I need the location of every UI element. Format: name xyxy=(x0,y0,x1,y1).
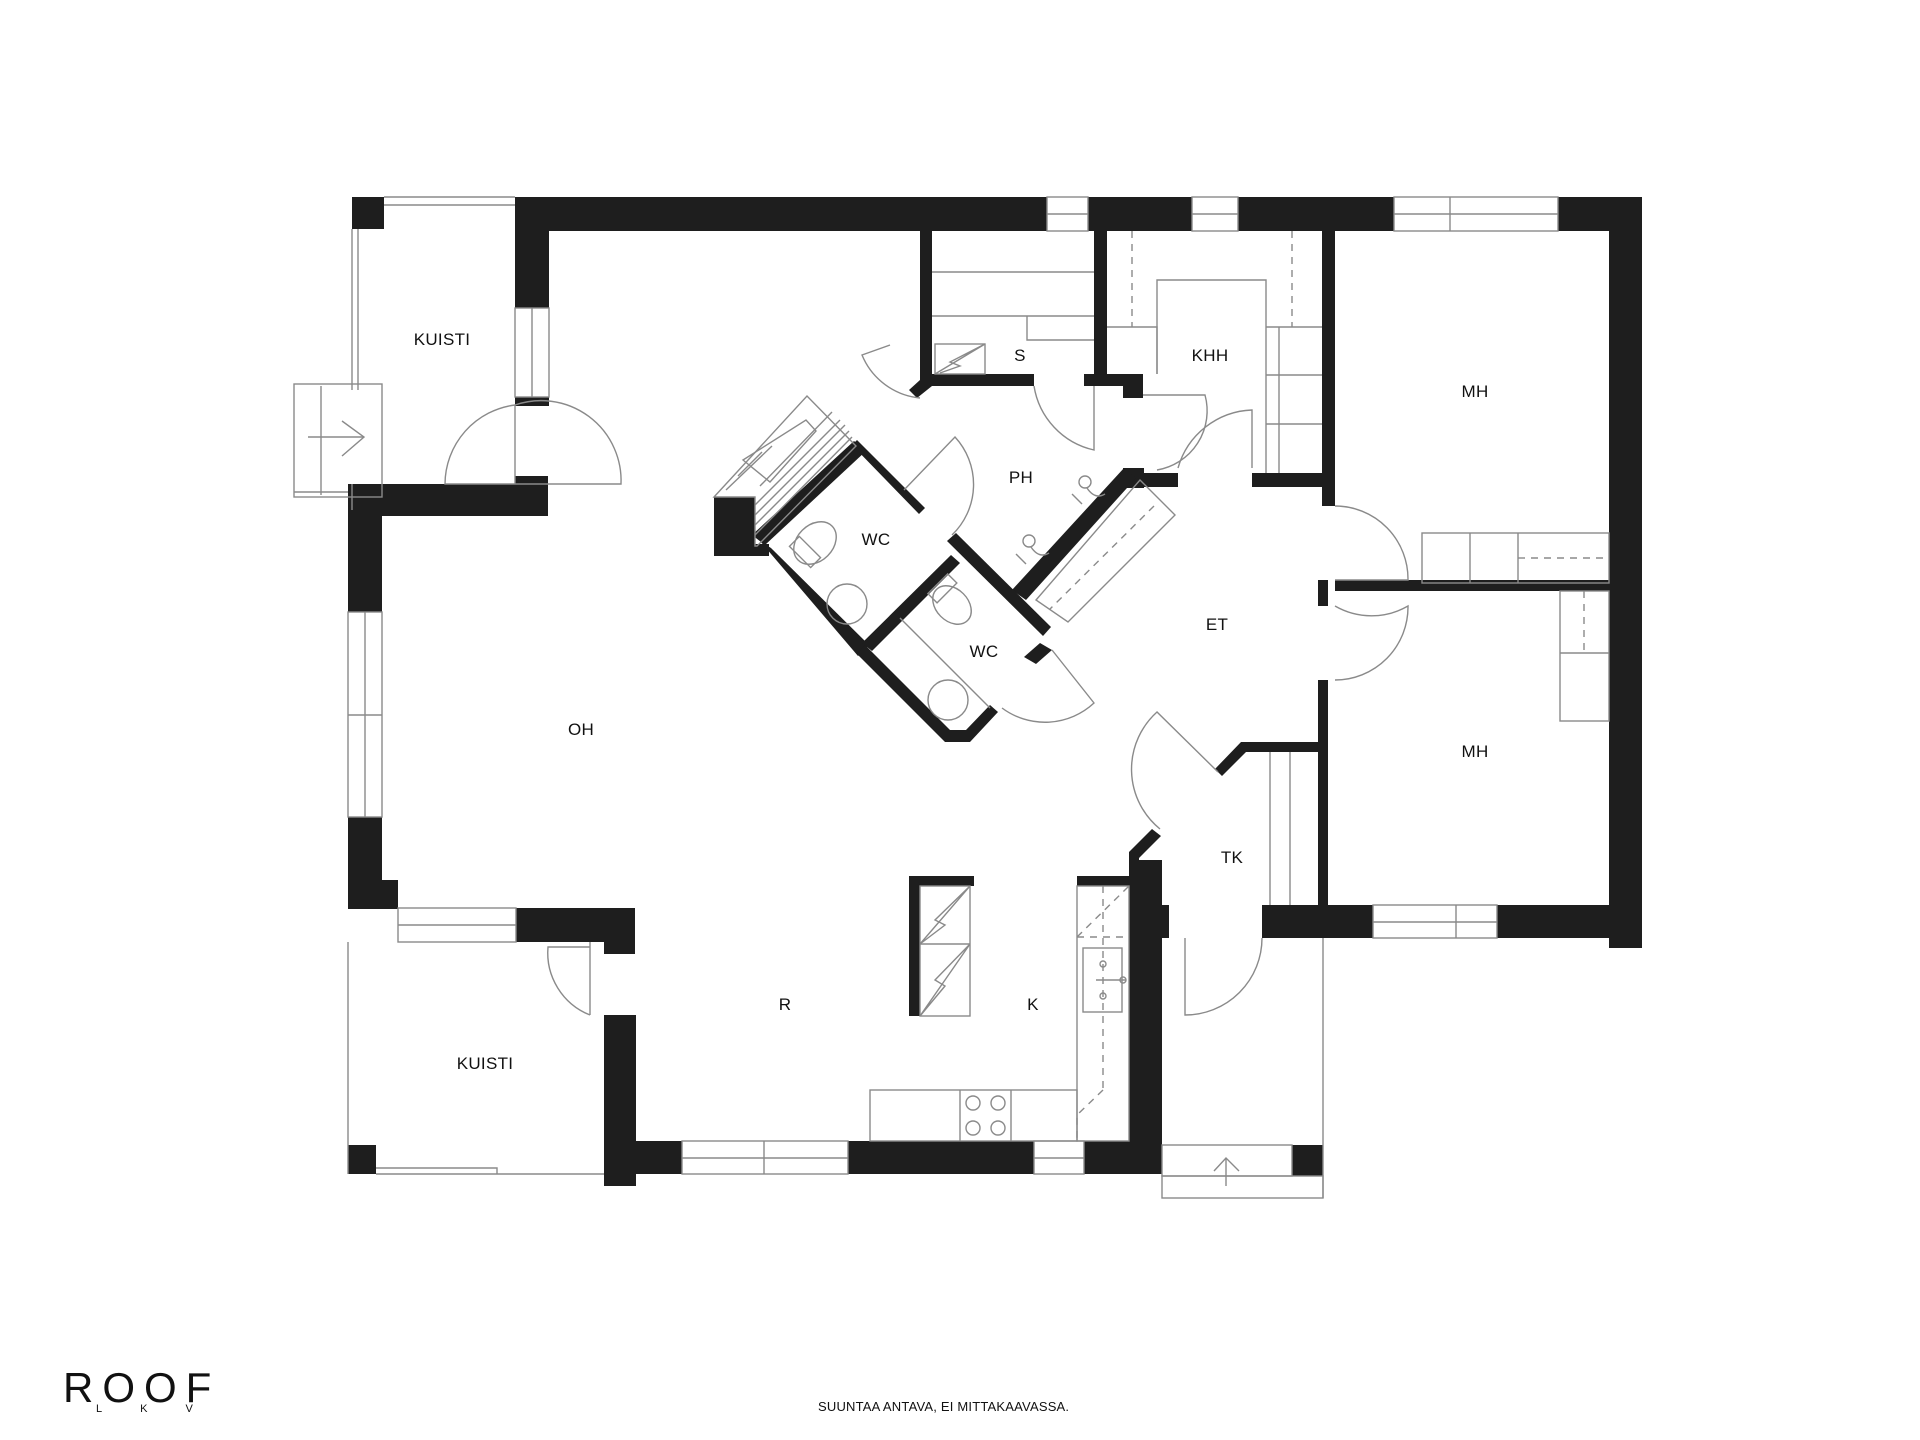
room-label-mh-2: MH xyxy=(1461,742,1489,761)
room-label-wc-1: WC xyxy=(861,530,891,549)
room-label-r: R xyxy=(778,995,792,1014)
outer-walls xyxy=(348,197,1642,1186)
roof-logo: ROOF xyxy=(63,1364,221,1411)
scale-disclaimer: SUUNTAA ANTAVA, EI MITTAKAAVASSA. xyxy=(818,1399,1070,1414)
windows xyxy=(347,196,1559,1175)
door-swings xyxy=(444,344,1409,1016)
room-label-oh: OH xyxy=(567,720,595,739)
room-label-mh-1: MH xyxy=(1461,382,1489,401)
room-label-s: S xyxy=(1014,346,1026,365)
room-label-et: ET xyxy=(1205,615,1229,634)
room-label-khh: KHH xyxy=(1191,346,1229,365)
roof-logo-subtitle: LKV xyxy=(96,1403,231,1415)
room-label-wc-2: WC xyxy=(969,642,999,661)
porch-outlines xyxy=(293,196,1324,1199)
room-label-k: K xyxy=(1027,995,1039,1014)
interior-walls xyxy=(714,231,1609,938)
room-label-tk: TK xyxy=(1220,848,1244,867)
room-label-kuisti-bottom: KUISTI xyxy=(456,1054,514,1073)
room-label-kuisti-top: KUISTI xyxy=(413,330,471,349)
fixtures xyxy=(788,231,1610,1142)
stairs xyxy=(712,394,857,547)
room-label-ph: PH xyxy=(1008,468,1034,487)
